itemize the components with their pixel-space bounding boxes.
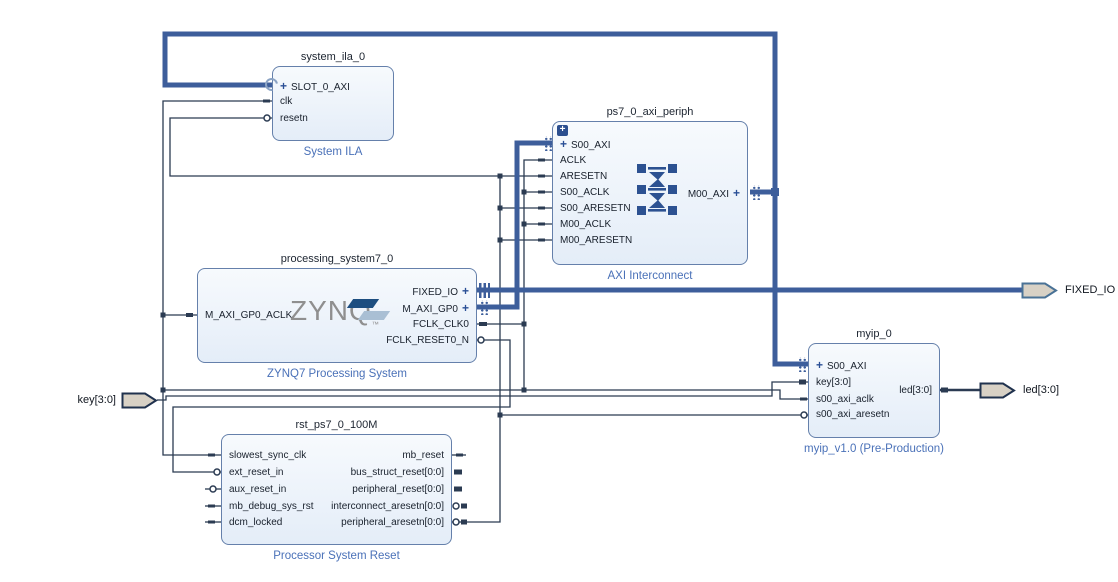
port-m-axi-gp0[interactable]: M_AXI_GP0+ bbox=[402, 301, 469, 315]
port-fclk-reset0-n[interactable]: FCLK_RESET0_N bbox=[386, 335, 469, 346]
active-low-bubbles bbox=[209, 114, 808, 526]
port-slowest-sync-clk[interactable]: slowest_sync_clk bbox=[229, 450, 307, 461]
bus-m-axi-gp0[interactable] bbox=[477, 140, 552, 310]
plus-icon: + bbox=[732, 186, 740, 200]
port-ext-reset-in[interactable]: ext_reset_in bbox=[229, 467, 284, 478]
port-s00-axi-aclk[interactable]: s00_axi_aclk bbox=[816, 394, 874, 405]
iface-bars-fixed-io bbox=[479, 283, 490, 298]
port-interconnect-aresetn[interactable]: interconnect_aresetn[0:0] bbox=[331, 501, 444, 512]
port-peripheral-reset[interactable]: peripheral_reset[0:0] bbox=[352, 484, 444, 495]
ext-port-led[interactable] bbox=[979, 382, 1017, 399]
block-type-label: Processor System Reset bbox=[273, 550, 400, 562]
plus-icon: + bbox=[461, 301, 469, 315]
port-clk[interactable]: clk bbox=[280, 96, 293, 107]
ext-port-label-fixed-io: FIXED_IO bbox=[1065, 284, 1116, 296]
port-s00-aresetn[interactable]: S00_ARESETN bbox=[560, 203, 631, 214]
plus-icon: + bbox=[461, 284, 469, 298]
port-aux-reset-in[interactable]: aux_reset_in bbox=[229, 484, 287, 495]
bus-junction bbox=[771, 188, 779, 196]
wire-aresetn-ila[interactable] bbox=[169, 117, 552, 177]
port-m-axi-gp0-aclk[interactable]: M_AXI_GP0_ACLK bbox=[205, 310, 293, 321]
zynq-swoosh-light bbox=[357, 311, 391, 320]
port-resetn[interactable]: resetn bbox=[280, 113, 308, 124]
port-aclk[interactable]: ACLK bbox=[560, 155, 587, 166]
port-bus-struct-reset[interactable]: bus_struct_reset[0:0] bbox=[350, 467, 444, 478]
port-s00-axi[interactable]: +S00_AXI bbox=[816, 358, 867, 372]
port-slot-0-axi[interactable]: +SLOT_0_AXI bbox=[280, 79, 350, 93]
block-system-ila[interactable]: system_ila_0 +SLOT_0_AXI clk resetn Syst… bbox=[262, 51, 394, 158]
port-m00-axi[interactable]: M00_AXI+ bbox=[687, 186, 740, 200]
block-type-label: myip_v1.0 (Pre-Production) bbox=[804, 443, 944, 455]
wire-key[interactable] bbox=[157, 381, 808, 401]
wire-clk-bypass[interactable] bbox=[163, 389, 808, 400]
ext-port-key[interactable] bbox=[121, 392, 159, 409]
port-mb-debug-sys-rst[interactable]: mb_debug_sys_rst bbox=[229, 501, 314, 512]
wire-clk-main[interactable] bbox=[162, 100, 272, 456]
block-type-label: AXI Interconnect bbox=[607, 270, 693, 282]
block-title: system_ila_0 bbox=[300, 51, 366, 63]
port-s00-axi[interactable]: +S00_AXI bbox=[560, 137, 611, 151]
port-key[interactable]: key[3:0] bbox=[816, 377, 852, 388]
port-s00-aclk[interactable]: S00_ACLK bbox=[560, 187, 610, 198]
wire-junctions bbox=[160, 173, 527, 418]
block-axi-interconnect[interactable]: ps7_0_axi_periph + +S00_AXI ACLK ARESETN… bbox=[552, 106, 748, 282]
iface-dots-axi-s00 bbox=[543, 136, 552, 151]
bus-axi-slot[interactable] bbox=[162, 31, 808, 367]
pin-ticks bbox=[186, 99, 948, 525]
ext-port-fixed-io[interactable] bbox=[1021, 282, 1059, 299]
iface-dots-myip-s00 bbox=[797, 357, 806, 372]
port-dcm-locked[interactable]: dcm_locked bbox=[229, 517, 283, 528]
port-aresetn[interactable]: ARESETN bbox=[560, 171, 608, 182]
expand-icon[interactable]: + bbox=[557, 125, 568, 136]
port-peripheral-aresetn[interactable]: peripheral_aresetn[0:0] bbox=[341, 517, 444, 528]
ext-port-label-led: led[3:0] bbox=[1023, 384, 1060, 396]
block-title: ps7_0_axi_periph bbox=[606, 106, 694, 118]
block-title: processing_system7_0 bbox=[280, 253, 394, 265]
port-m00-aresetn[interactable]: M00_ARESETN bbox=[560, 235, 633, 246]
block-processing-system7[interactable]: processing_system7_0 M_AXI_GP0_ACLK FIXE… bbox=[197, 253, 477, 380]
ext-port-label-key: key[3:0] bbox=[77, 394, 116, 406]
block-title: myip_0 bbox=[856, 328, 892, 340]
port-fixed-io[interactable]: FIXED_IO+ bbox=[412, 284, 469, 298]
port-s00-axi-aresetn[interactable]: s00_axi_aresetn bbox=[816, 409, 890, 420]
port-mb-reset[interactable]: mb_reset bbox=[402, 450, 444, 461]
port-m00-aclk[interactable]: M00_ACLK bbox=[560, 219, 612, 230]
plus-icon: + bbox=[560, 137, 568, 151]
port-led[interactable]: led[3:0] bbox=[899, 385, 932, 396]
plus-icon: + bbox=[816, 358, 824, 372]
port-fclk-clk0[interactable]: FCLK_CLK0 bbox=[412, 319, 469, 330]
block-proc-sys-reset[interactable]: rst_ps7_0_100M slowest_sync_clk ext_rese… bbox=[221, 419, 452, 562]
block-type-label: System ILA bbox=[303, 146, 363, 158]
block-myip[interactable]: myip_0 +S00_AXI key[3:0] s00_axi_aclk s0… bbox=[804, 328, 944, 455]
wire-fclk-reset0[interactable] bbox=[172, 339, 511, 473]
iface-dots-ps7-gp0 bbox=[479, 300, 488, 315]
block-title: rst_ps7_0_100M bbox=[295, 419, 378, 431]
block-type-label: ZYNQ7 Processing System bbox=[267, 368, 407, 380]
iface-dots-axi-m00 bbox=[751, 185, 760, 200]
interconnect-crossbar-icon bbox=[637, 164, 677, 215]
plus-icon: + bbox=[280, 79, 288, 93]
